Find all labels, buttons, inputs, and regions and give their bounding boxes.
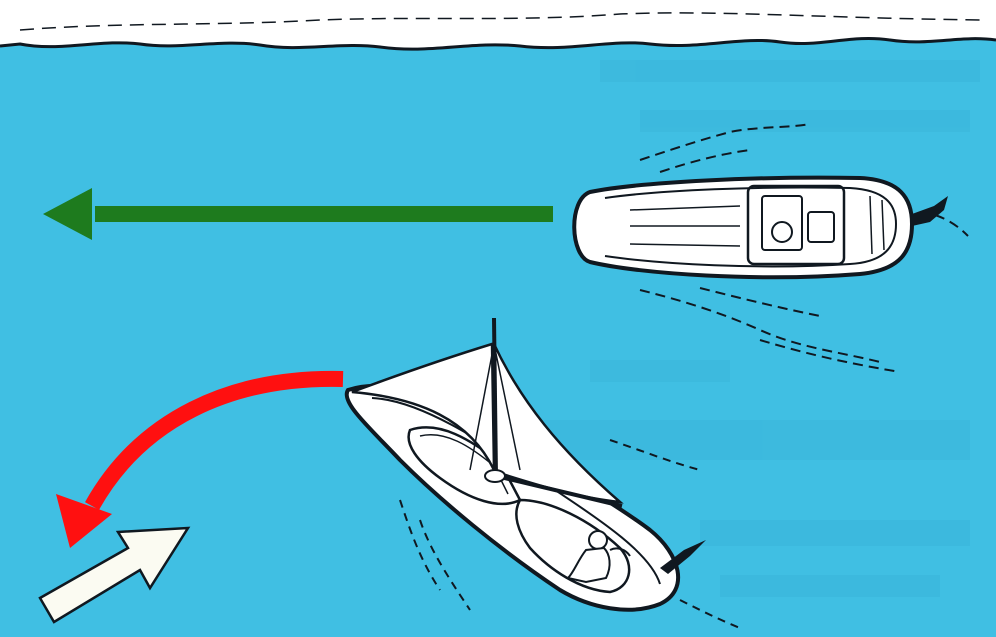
sailboat-mast bbox=[494, 318, 496, 476]
